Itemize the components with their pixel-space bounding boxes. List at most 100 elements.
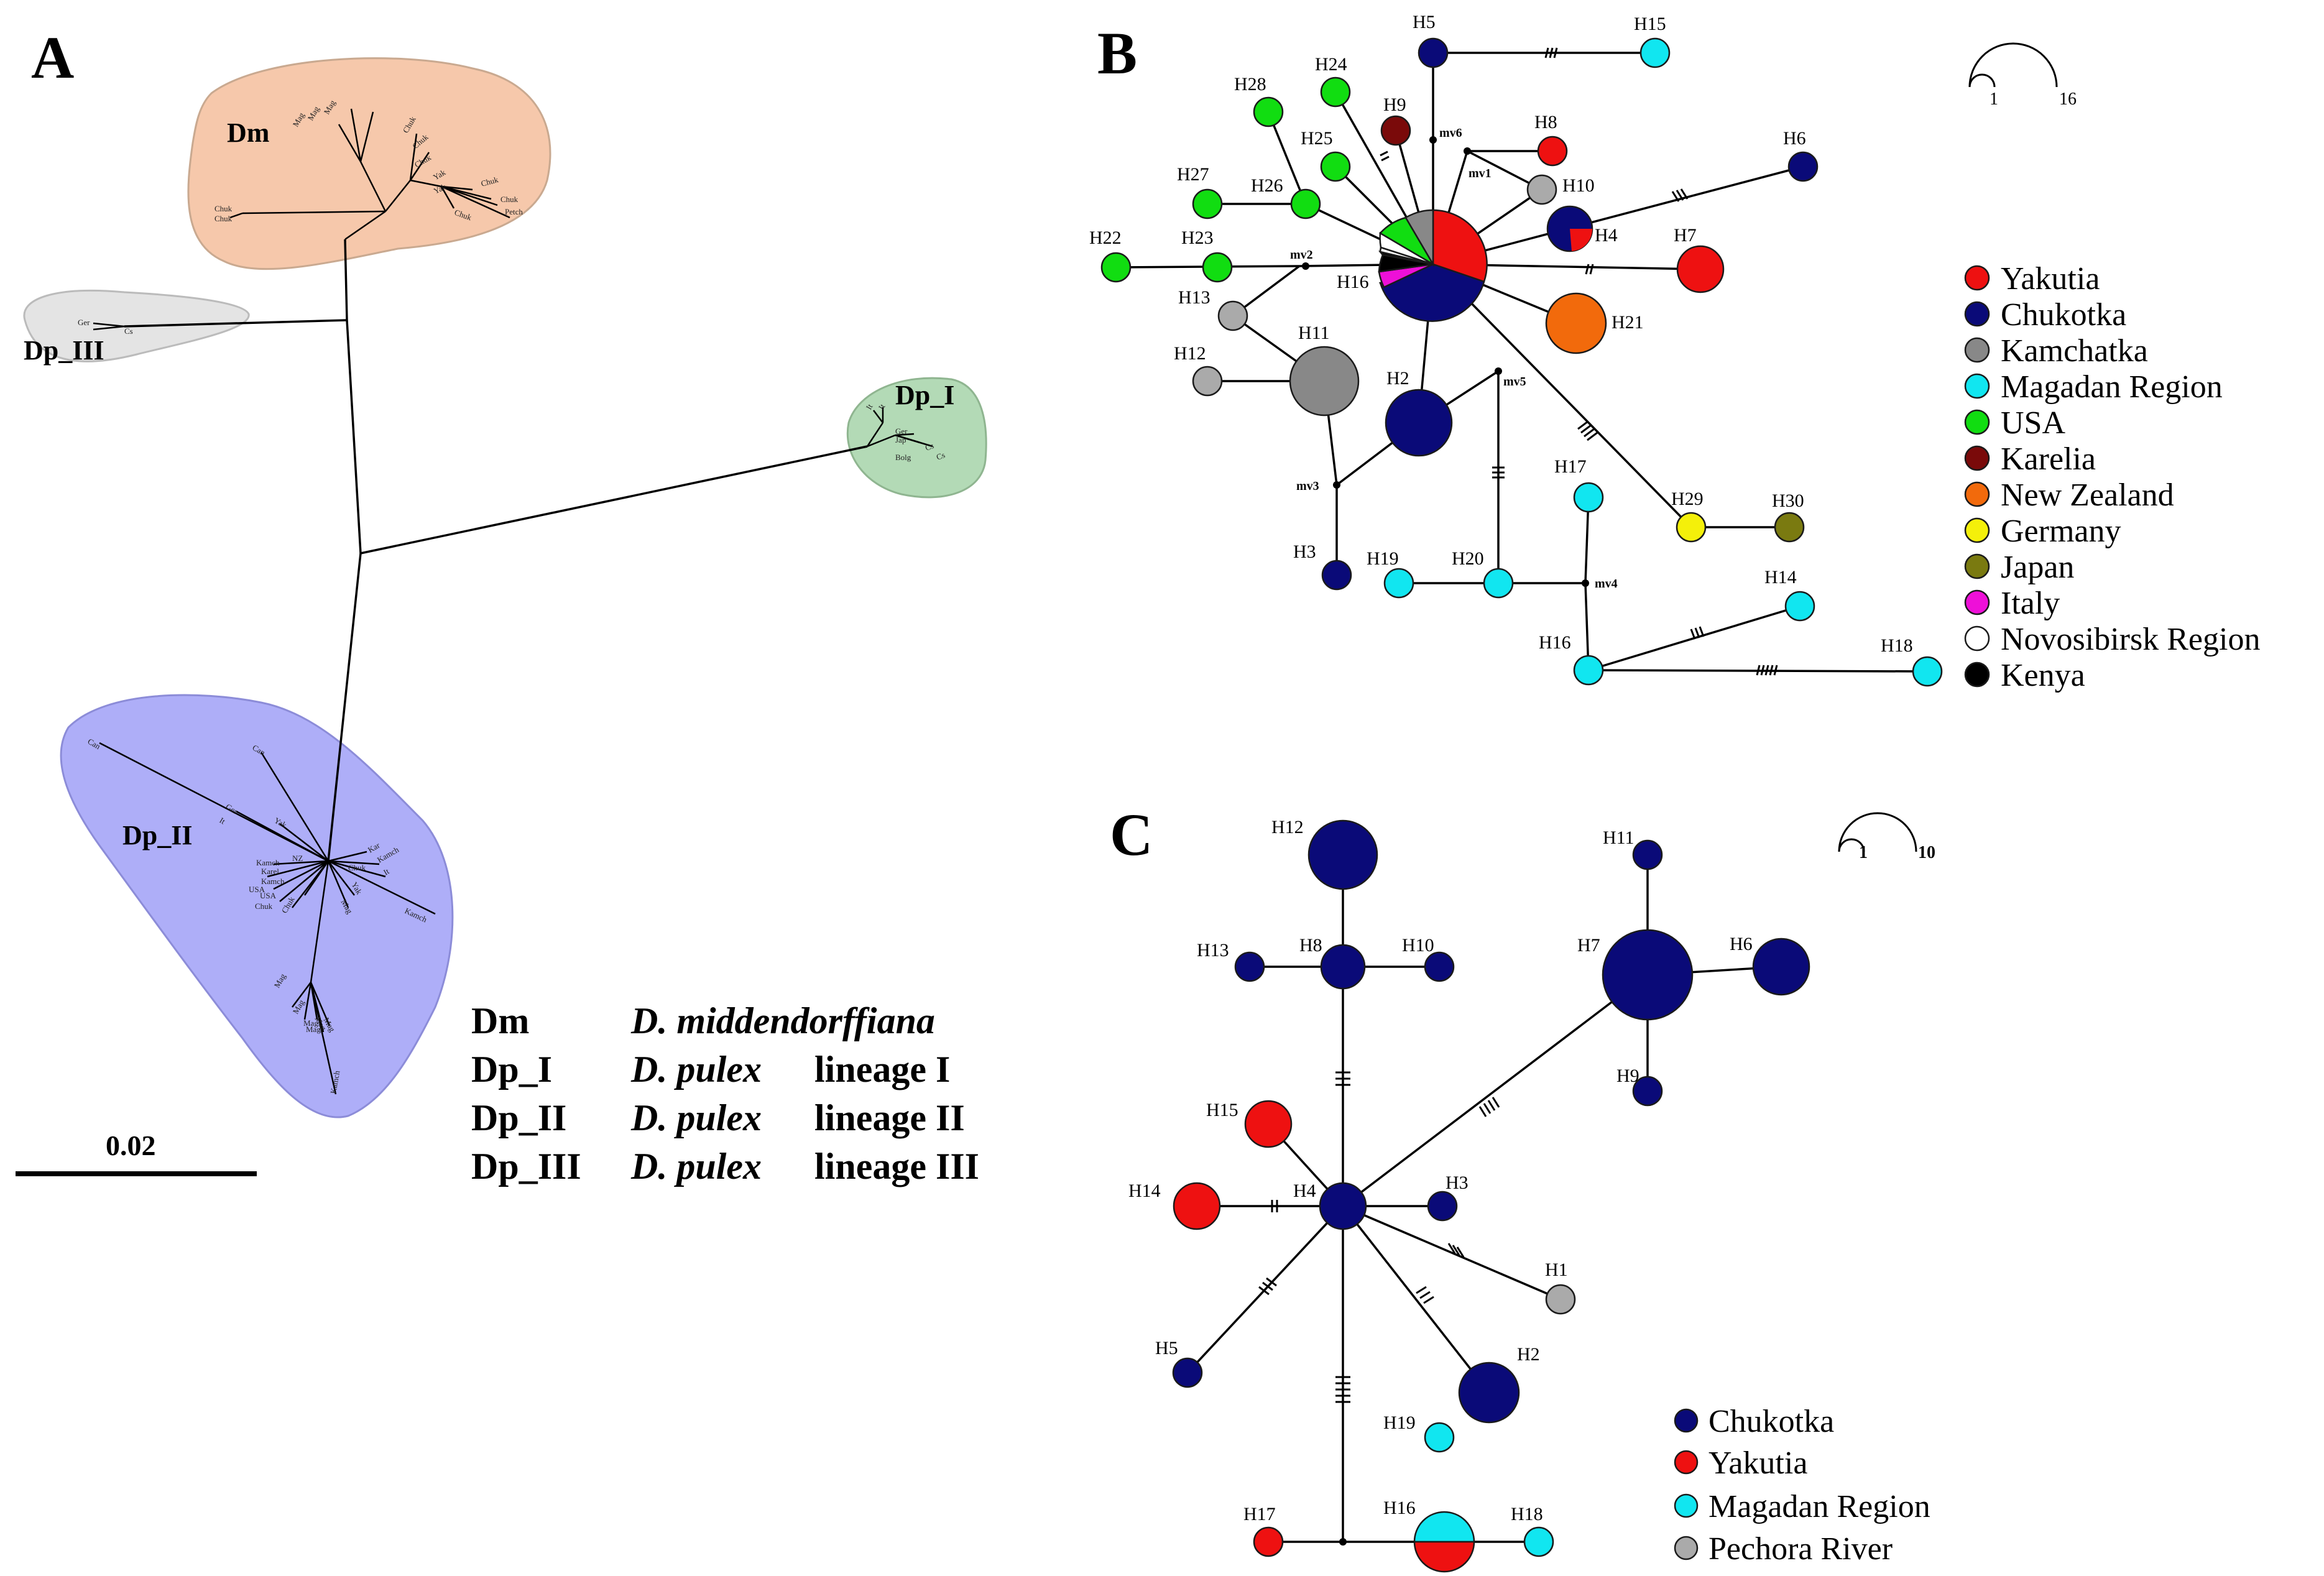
legend-swatch (1964, 589, 1990, 615)
hap-label: H13 (1178, 287, 1210, 308)
tip-label: Chuk (255, 901, 273, 911)
subtree-dp2 (99, 742, 436, 1095)
tip-label: USA (249, 885, 265, 894)
haplotype-node-h11 (1289, 346, 1360, 417)
branch-dp2 (327, 553, 362, 862)
tip-label: Chuk (480, 175, 500, 188)
hap-label: H13 (1197, 940, 1229, 961)
legend-swatch (1964, 481, 1990, 507)
clade-label-dm: Dm (227, 118, 269, 148)
panel-b: B (1089, 12, 2260, 693)
haplotype-node-h3 (1427, 1191, 1458, 1222)
haplotype-node-h30 (1774, 512, 1805, 543)
size-key-c: 1 10 (1838, 812, 1935, 862)
hap-label: H7 (1674, 225, 1697, 246)
size-key-b: 1 16 (1968, 42, 2077, 109)
haplotype-node-h14 (1784, 591, 1815, 622)
hap-label: H5 (1155, 1338, 1178, 1358)
legend-swatch (1964, 517, 1990, 543)
mv-dot (1495, 367, 1502, 375)
mv-label: mv6 (1439, 126, 1462, 140)
hap-label: H27 (1177, 164, 1209, 185)
haplotype-node-h20 (1483, 568, 1514, 599)
tip-label: Chuk (214, 204, 233, 213)
hap-label: H21 (1612, 312, 1644, 333)
legend-swatch (1964, 301, 1990, 327)
tip-label: Karel (261, 867, 279, 876)
legend-swatch (1964, 661, 1990, 688)
branch-dm-stem (346, 320, 362, 554)
hap-label: H8 (1534, 112, 1557, 132)
haplotype-node-h21 (1545, 292, 1607, 354)
legend-swatch (1674, 1450, 1699, 1475)
legend-label: Kamchatka (2001, 333, 2148, 369)
tip-label: NZ (292, 854, 303, 863)
hap-label: H28 (1234, 74, 1266, 94)
hap-label: H12 (1271, 817, 1304, 837)
haplotype-node-h15 (1639, 37, 1671, 68)
haplotype-node-h7 (1676, 245, 1725, 293)
haplotype-node-h3 (1321, 560, 1352, 591)
hap-label: H6 (1730, 934, 1753, 954)
haplotype-node-h8 (1537, 136, 1568, 167)
panel-a-label: A (31, 24, 74, 91)
subtree-dp1 (866, 407, 933, 448)
legend-swatch (1674, 1408, 1699, 1433)
hap-label: H11 (1603, 827, 1635, 848)
haplotype-node-h26 (1290, 188, 1321, 219)
branch-dp1 (360, 445, 868, 555)
mv-label: mv1 (1469, 167, 1492, 180)
size-key-max: 10 (1918, 843, 1935, 862)
haplotype-node-h13 (1234, 951, 1265, 982)
clade-hull-dp2 (60, 694, 454, 1118)
tip-label: Kamch (256, 858, 280, 867)
mv-dot (1302, 262, 1309, 270)
haplotype-nodes-c (1172, 819, 1810, 1573)
haplotype-node-h19 (1383, 568, 1414, 599)
hap-label: H24 (1315, 54, 1347, 75)
legend-label: Karelia (2001, 441, 2096, 477)
key-lineage: lineage I (814, 1049, 950, 1090)
hap-label: H9 (1383, 94, 1406, 115)
legend-swatch (1964, 445, 1990, 471)
tip-label: Ger (895, 426, 908, 436)
tip-label: Kamch (261, 877, 285, 886)
haplotype-node-h10 (1424, 951, 1455, 982)
mv-dot (1333, 481, 1340, 489)
size-key-min: 1 (1859, 843, 1868, 862)
hap-label: H18 (1881, 635, 1913, 656)
panel-b-label: B (1097, 20, 1137, 86)
legend-swatch (1964, 373, 1990, 399)
legend-swatch (1964, 337, 1990, 363)
tip-label: Chuk (348, 863, 366, 872)
legend-label: Magadan Region (2001, 369, 2223, 405)
haplotype-node-h16 (1573, 655, 1604, 686)
key-species: D. middendorffiana (630, 1000, 935, 1041)
haplotype-labels-b: H16 H5 H15 H6 H9 H8 H10 H4 H7 H21 H2 H11… (1089, 12, 1913, 656)
haplotype-node-h22 (1100, 252, 1132, 283)
haplotype-node-h17 (1573, 482, 1604, 513)
hap-label: H19 (1367, 548, 1399, 569)
hap-label: H14 (1764, 567, 1797, 588)
scale-bar-label: 0.02 (106, 1130, 156, 1161)
network-c-edges (1186, 855, 1782, 1543)
hap-label: H11 (1298, 323, 1330, 343)
hap-label: H3 (1446, 1173, 1469, 1193)
haplotype-labels-c: H12 H8 H13 H10 H11 H7 H6 H9 H15 H14 H4 H… (1128, 817, 1753, 1524)
hap-label: H17 (1243, 1504, 1276, 1524)
mv-dot (1464, 147, 1471, 155)
mv-label: mv5 (1503, 375, 1526, 389)
subtree-dm (229, 108, 510, 241)
legend-label: Yakutia (1708, 1445, 1807, 1481)
tip-label: Chuk (214, 214, 233, 223)
haplotype-node-h5 (1172, 1357, 1203, 1388)
key-abbr: Dm (471, 1000, 529, 1041)
tip-label: Chuk (500, 195, 519, 204)
key-abbr: Dp_I (471, 1049, 552, 1090)
haplotype-node-h16 (1413, 1511, 1475, 1573)
tip-label: Mag (306, 1025, 321, 1034)
key-species: D. pulex (630, 1097, 762, 1138)
key-abbr: Dp_II (471, 1097, 566, 1138)
legend-label: Italy (2001, 586, 2060, 621)
mv-dot (1429, 136, 1437, 144)
